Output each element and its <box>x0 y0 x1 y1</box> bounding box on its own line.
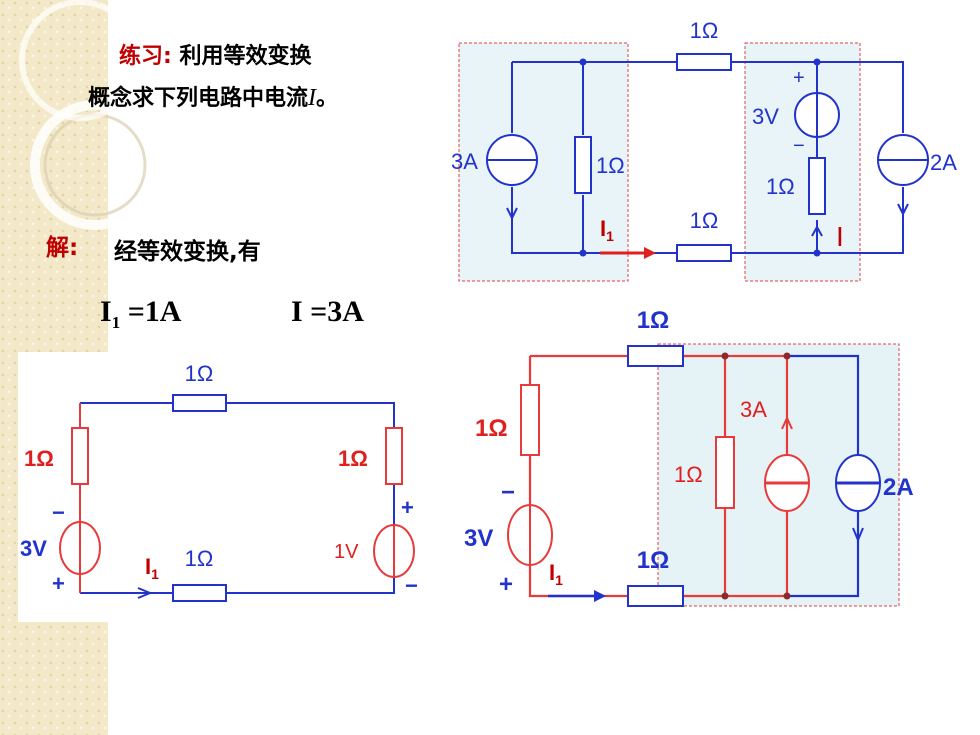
resistor-bottom <box>172 584 227 602</box>
solution-label: 解: <box>46 235 79 261</box>
label-i1: I1 <box>549 560 563 588</box>
resistor-top <box>627 345 684 367</box>
exercise-line1: 利用等效变换 <box>179 44 312 69</box>
solution-text: 经等效变换,有 <box>114 239 261 265</box>
label-i1: I1 <box>600 216 614 244</box>
arrow-down-icon <box>897 203 909 217</box>
resistor-bottom <box>627 585 684 607</box>
label-r-bottom: 1Ω <box>637 547 670 574</box>
answer-i1-symbol: I <box>100 295 112 328</box>
equiv-region-left <box>458 42 629 282</box>
label-minus: − <box>501 479 515 506</box>
circuit-equivalent-right: 1Ω 1Ω 3V − + 1Ω 3A 2A 1Ω I1 <box>455 288 940 620</box>
exercise-variable: I <box>308 85 317 111</box>
resistor-right <box>385 427 403 485</box>
label-r-mid: 1Ω <box>596 153 625 178</box>
label-plus: + <box>793 67 805 89</box>
exercise-title-line2: 概念求下列电路中电流I。 <box>88 80 338 112</box>
label-r-bottom: 1Ω <box>185 546 214 571</box>
label-2a: 2A <box>930 150 957 175</box>
label-r-top: 1Ω <box>637 307 670 334</box>
answer-i1-value: =1A <box>120 295 182 328</box>
arrow-right-icon <box>137 587 153 599</box>
arrow-right-icon <box>644 247 656 259</box>
label-r-top: 1Ω <box>185 361 214 386</box>
label-3v: 3V <box>464 525 493 552</box>
label-1v: 1V <box>334 541 359 563</box>
arrow-up-icon <box>811 224 823 237</box>
arrow-up-icon <box>781 415 793 430</box>
answer-i1-sub: 1 <box>111 313 121 332</box>
label-2a: 2A <box>883 474 914 501</box>
resistor-top <box>172 394 227 412</box>
label-3a: 3A <box>740 397 767 422</box>
label-r-right: 1Ω <box>338 446 368 471</box>
label-r-right: 1Ω <box>766 174 795 199</box>
arrow-down-icon <box>506 207 518 221</box>
circuit-equivalent-left: 1Ω 1Ω 1Ω 3V − + 1V + − 1Ω I1 <box>18 352 436 622</box>
exercise-line2: 概念求下列电路中电流 <box>88 86 309 111</box>
label-i1: I1 <box>145 554 159 582</box>
label-3v: 3V <box>20 536 47 561</box>
answer-i: I =3A <box>291 295 364 328</box>
answer-i1: I1 =1A <box>100 295 181 333</box>
label-3a: 3A <box>451 149 478 174</box>
circuit-original: 1Ω 1Ω 3A 1Ω + − 3V 1Ω 2A I1 I <box>451 18 957 282</box>
resistor-bottom <box>676 244 732 262</box>
label-3v: 3V <box>752 104 779 129</box>
arrow-down-icon <box>852 527 864 543</box>
resistor-left <box>71 427 89 485</box>
label-r-bottom: 1Ω <box>690 208 719 233</box>
label-plus: + <box>499 571 513 598</box>
label-minus-right: − <box>405 573 418 598</box>
label-plus-right: + <box>401 495 414 520</box>
resistor-top <box>676 53 732 71</box>
arrow-right-icon <box>594 590 606 602</box>
label-r-top: 1Ω <box>690 18 719 43</box>
resistor-mid-left <box>574 136 592 194</box>
label-minus: − <box>793 135 805 157</box>
exercise-end: 。 <box>316 86 339 111</box>
label-i: I <box>836 221 844 252</box>
label-r-mid: 1Ω <box>674 462 703 487</box>
label-minus-left: − <box>52 500 65 525</box>
exercise-label: 练习: <box>119 44 172 69</box>
exercise-title: 练习: 利用等效变换 <box>119 38 312 70</box>
resistor-mid <box>715 436 735 509</box>
equiv-region-right <box>744 42 861 282</box>
label-r-left: 1Ω <box>475 415 508 442</box>
resistor-right-vert <box>808 157 826 215</box>
resistor-left <box>520 384 540 456</box>
label-plus-left: + <box>52 571 65 596</box>
label-r-left: 1Ω <box>24 446 54 471</box>
